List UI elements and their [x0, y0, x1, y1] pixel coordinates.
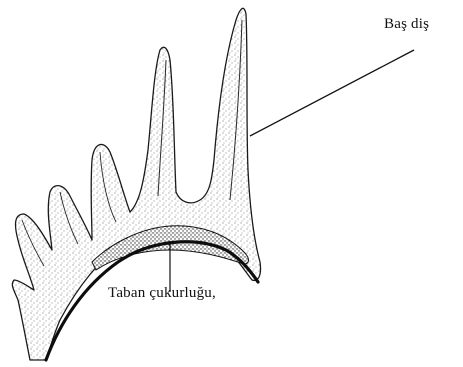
leader-line-main-denticle — [250, 50, 414, 136]
element-body — [12, 8, 260, 360]
basal-cavity-label: Taban çukurluğu, — [108, 285, 216, 302]
main-denticle-label: Baş diş — [384, 16, 429, 33]
